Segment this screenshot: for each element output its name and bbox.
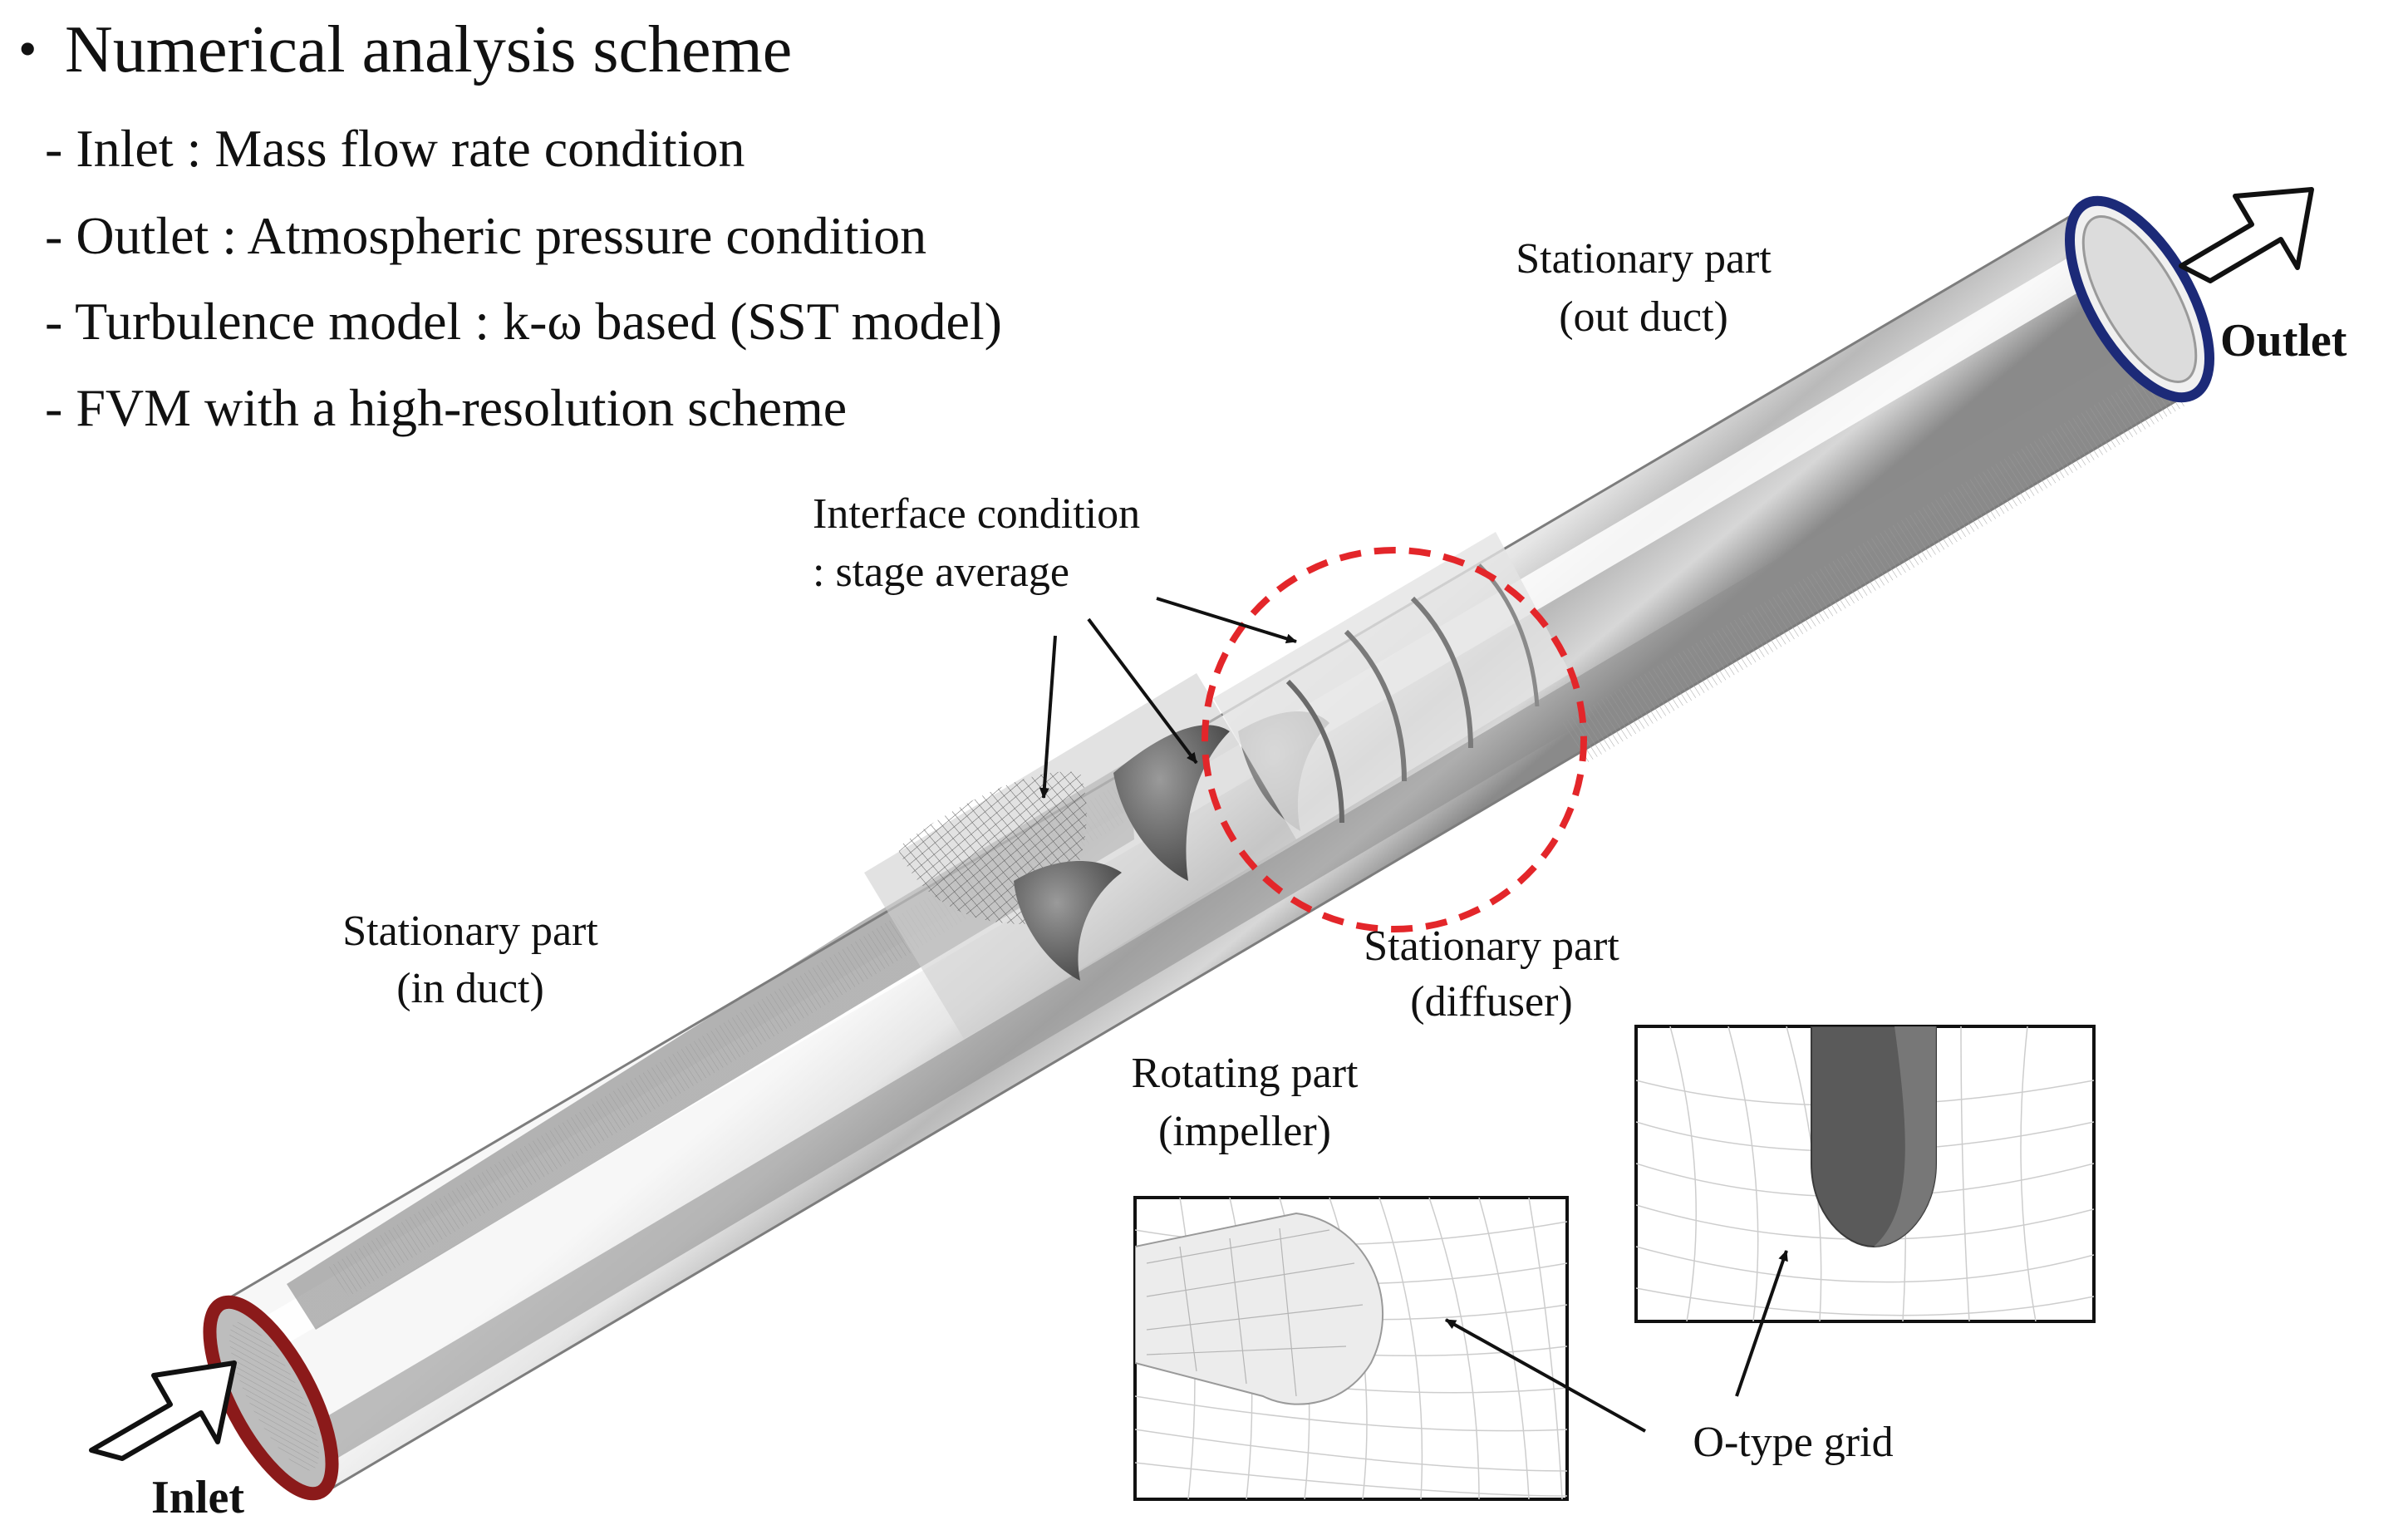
interface-pointer-3 [1156,597,1297,644]
inlet-label: Inlet [151,1472,244,1523]
duct-shadow [295,332,2181,1471]
otype-pointer-impeller [1445,1318,1646,1433]
outlet-flow-arrow [2179,187,2314,283]
inlet-flow-arrow [89,1360,237,1461]
inlet-ring-bore [229,1321,319,1471]
diffuser-body [1213,532,1570,839]
interface-pointer-1 [1039,635,1057,799]
label-stationary-diffuser-line1: Stationary part [1364,922,1619,970]
label-stationary-in-duct: Stationary part (in duct) [342,908,598,1012]
diffuser-grid-inset [1634,1025,2096,1323]
impeller-blade-1 [1113,725,1230,881]
diffuser-vane-1 [1410,596,1473,749]
label-rotating-line2: (impeller) [1158,1108,1331,1155]
diffuser-vane-2 [1344,629,1407,782]
label-rotating-line1: Rotating part [1132,1050,1359,1097]
label-stationary-in-duct-line2: (in duct) [396,965,544,1012]
scheme-item-turbulence: - Turbulence model : k-ω based (SST mode… [45,292,1002,351]
impeller-blade-2 [1014,861,1122,981]
interface-pointer-2 [1087,617,1198,765]
label-stationary-out-duct-line2: (out duct) [1559,293,1728,341]
label-stationary-in-duct-line1: Stationary part [342,908,598,955]
diffuser-vane-4 [1285,679,1344,824]
impeller-section [864,673,1329,1039]
label-interface-line1: Interface condition [813,490,1140,538]
analysis-scheme-list: • Numerical analysis scheme - Inlet : Ma… [18,13,1002,437]
impeller-blade-mesh [1146,1227,1364,1397]
scheme-item-fvm: - FVM with a high-resolution scheme [45,378,847,437]
label-interface-condition: Interface condition : stage average [813,490,1140,596]
outlet-label: Outlet [2220,315,2347,367]
label-stationary-diffuser-line2: (diffuser) [1410,978,1572,1026]
rotor-stator-highlight-circle [1202,547,1587,932]
otype-pointer-diffuser [1735,1250,1788,1397]
scheme-item-inlet: - Inlet : Mass flow rate condition [45,119,745,178]
impeller-blade-profile [1135,1212,1384,1405]
label-otype-grid: O-type grid [1693,1419,1893,1466]
label-interface-line2: : stage average [813,549,1069,596]
label-stationary-out-duct-line1: Stationary part [1516,235,1772,283]
interface-pointers [1039,597,1297,799]
out-duct-mesh [1562,366,2185,763]
scheme-title: Numerical analysis scheme [65,13,792,86]
impeller-grid-inset [1133,1196,1569,1501]
header-bullet: • [18,19,37,78]
scheme-item-outlet: - Outlet : Atmospheric pressure conditio… [45,206,926,265]
outlet-ring-inner [2081,215,2198,383]
label-stationary-diffuser: Stationary part (diffuser) [1364,922,1619,1026]
label-rotating-part: Rotating part (impeller) [1132,1050,1359,1155]
diffuser-blade-shade [1874,1026,1936,1247]
pump-duct-model [203,195,2214,1501]
label-stationary-out-duct: Stationary part (out duct) [1516,235,1772,341]
